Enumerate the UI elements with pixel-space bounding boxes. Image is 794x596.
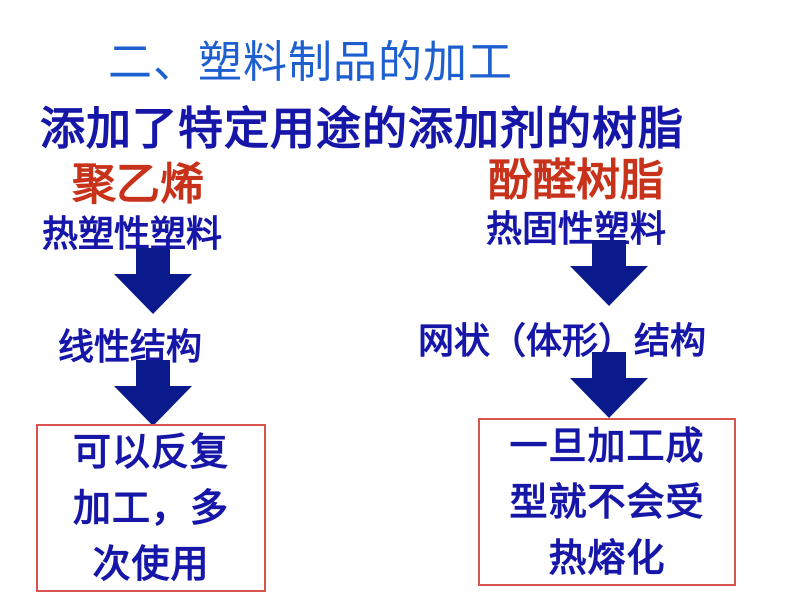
left-structure: 线性结构: [58, 327, 203, 368]
right-plastic-type: 热固性塑料: [486, 209, 667, 250]
right-property-line: 热熔化: [548, 536, 666, 580]
left-property-line: 可以反复: [72, 430, 229, 474]
right-property-box: 一旦加工成 型就不会受 热熔化: [478, 418, 736, 586]
left-property-line: 次使用: [92, 542, 210, 586]
section-title: 二、塑料制品的加工: [108, 37, 513, 88]
right-property-line: 一旦加工成: [509, 424, 705, 468]
right-material-name: 酚醛树脂: [488, 155, 664, 206]
subtitle: 添加了特定用途的添加剂的树脂: [40, 102, 685, 155]
left-property-box: 可以反复 加工，多 次使用: [36, 424, 266, 592]
down-arrow-icon: [570, 240, 648, 306]
right-structure: 网状（体形）结构: [418, 321, 707, 362]
left-property-line: 加工，多: [72, 486, 229, 530]
down-arrow-icon: [114, 248, 192, 314]
down-arrow-icon: [114, 360, 192, 426]
left-material-name: 聚乙烯: [72, 159, 204, 210]
right-property-line: 型就不会受: [509, 480, 705, 524]
left-plastic-type: 热塑性塑料: [42, 214, 223, 255]
down-arrow-icon: [570, 352, 648, 418]
